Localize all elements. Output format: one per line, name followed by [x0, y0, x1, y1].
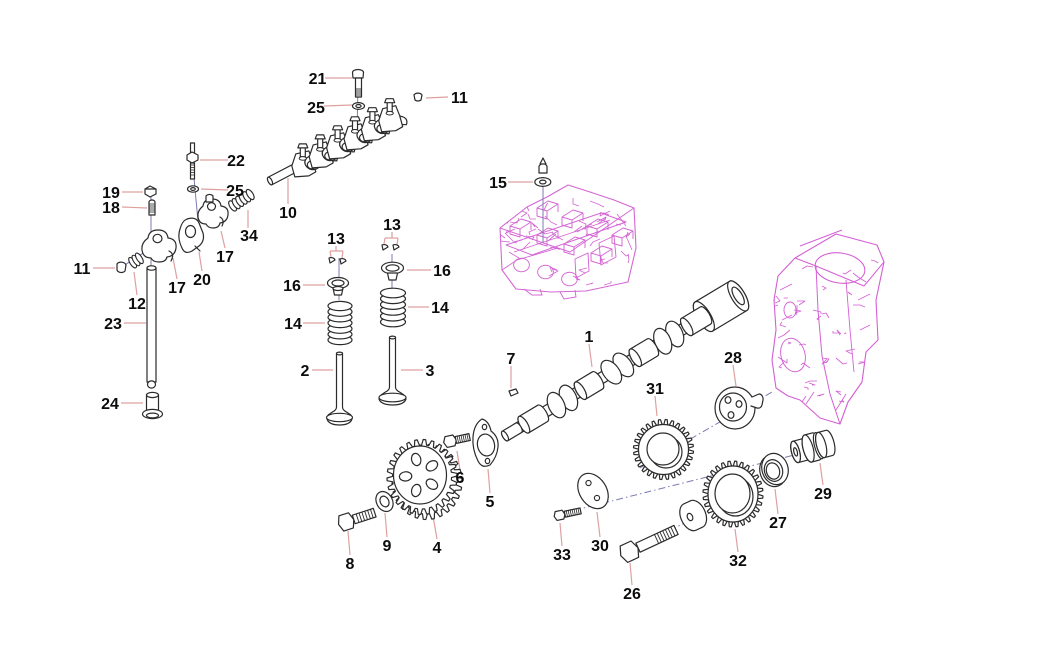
svg-text:11: 11 [451, 90, 468, 107]
svg-text:6: 6 [456, 470, 465, 487]
svg-text:26: 26 [623, 586, 641, 603]
svg-text:20: 20 [193, 272, 211, 289]
svg-text:33: 33 [553, 547, 571, 564]
svg-text:31: 31 [646, 381, 664, 398]
svg-text:16: 16 [433, 263, 451, 280]
svg-text:12: 12 [128, 296, 146, 313]
svg-text:25: 25 [307, 100, 325, 117]
svg-text:1: 1 [585, 329, 594, 346]
svg-text:14: 14 [431, 300, 449, 317]
svg-text:8: 8 [346, 556, 355, 573]
svg-text:22: 22 [227, 153, 245, 170]
svg-text:4: 4 [433, 540, 442, 557]
svg-text:13: 13 [383, 217, 401, 234]
svg-text:9: 9 [383, 538, 392, 555]
svg-text:5: 5 [486, 494, 495, 511]
svg-text:30: 30 [591, 538, 609, 555]
svg-text:24: 24 [101, 396, 119, 413]
svg-text:17: 17 [168, 280, 186, 297]
svg-text:21: 21 [309, 71, 327, 88]
svg-text:32: 32 [729, 553, 747, 570]
svg-text:15: 15 [489, 175, 507, 192]
svg-text:18: 18 [102, 200, 120, 217]
svg-text:14: 14 [284, 316, 302, 333]
svg-text:10: 10 [279, 205, 297, 222]
svg-text:7: 7 [507, 351, 516, 368]
svg-text:2: 2 [301, 363, 310, 380]
svg-text:3: 3 [426, 363, 435, 380]
svg-text:19: 19 [102, 185, 120, 202]
svg-text:28: 28 [724, 350, 742, 367]
svg-text:27: 27 [769, 515, 787, 532]
svg-text:23: 23 [104, 316, 122, 333]
svg-text:17: 17 [216, 249, 234, 266]
svg-text:11: 11 [74, 261, 91, 278]
svg-text:29: 29 [814, 486, 832, 503]
svg-text:16: 16 [283, 278, 301, 295]
svg-text:34: 34 [240, 228, 258, 245]
svg-text:13: 13 [327, 231, 345, 248]
svg-text:25: 25 [226, 183, 244, 200]
